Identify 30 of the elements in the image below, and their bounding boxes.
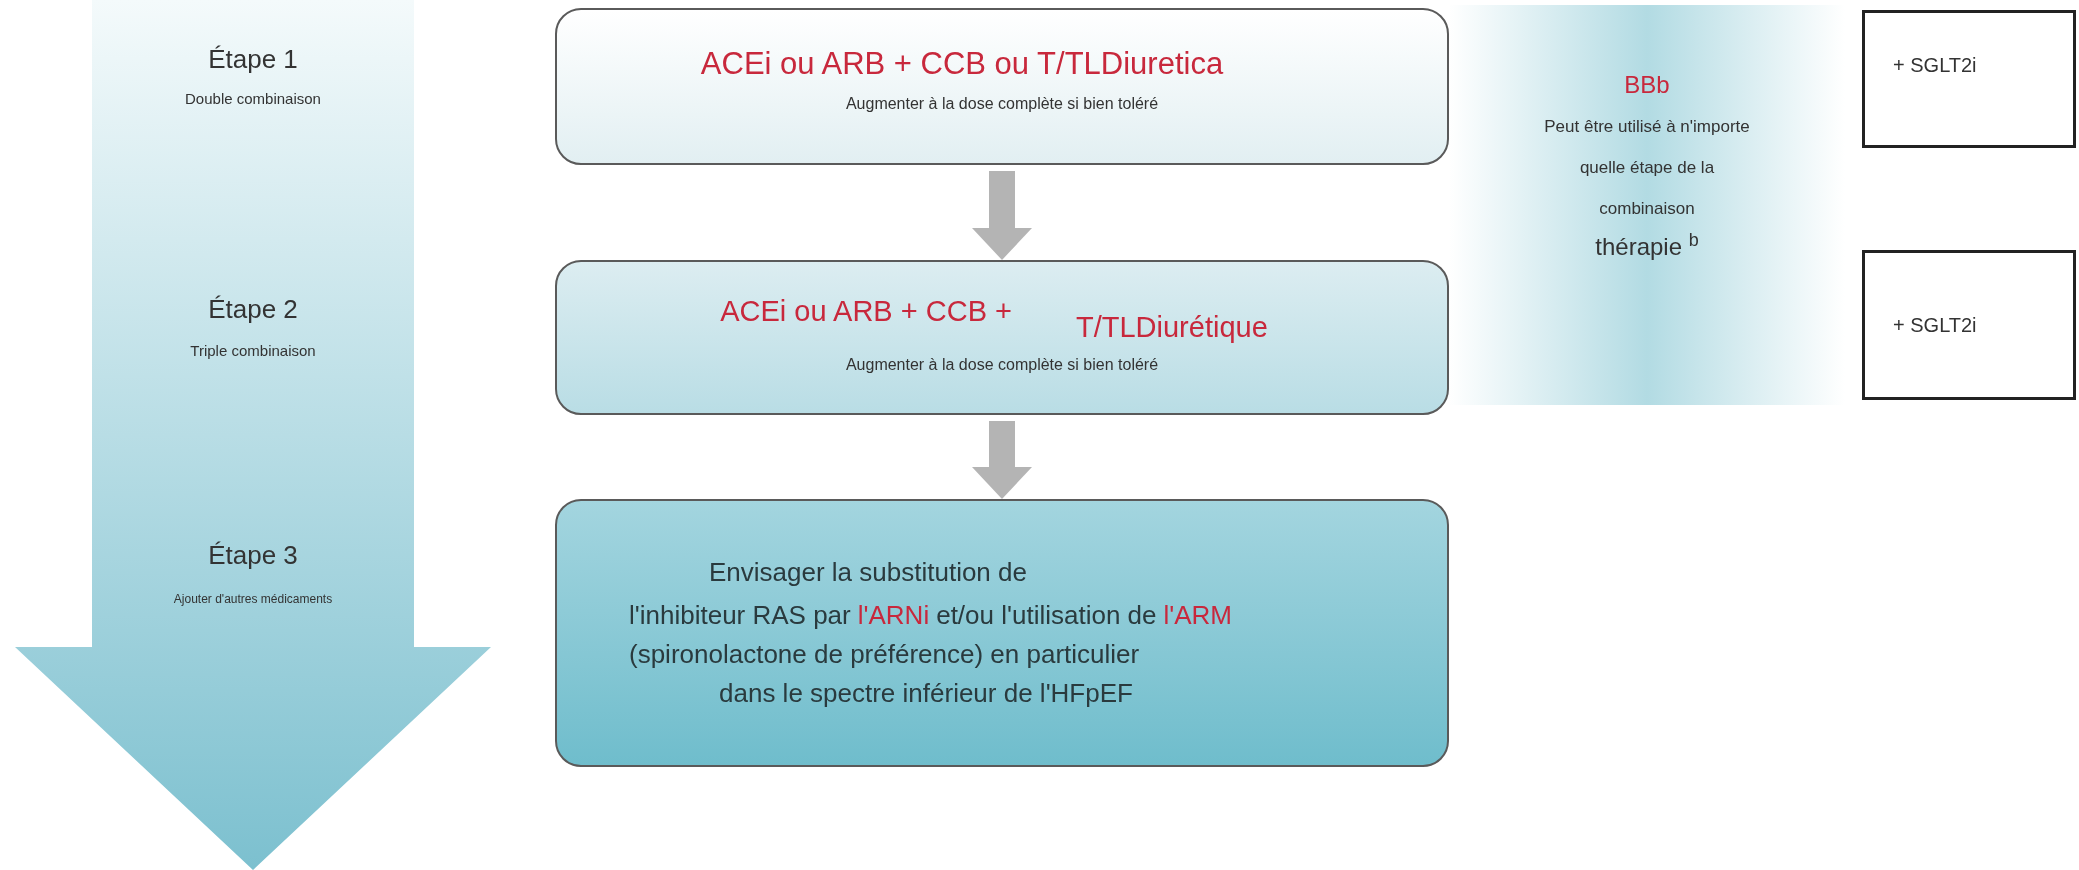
process-box <box>555 260 1449 415</box>
recommendation-text: (spironolactone de préférence) en particulier <box>629 638 1141 671</box>
therapy-title: ACEi ou ARB + CCB + <box>720 293 1012 329</box>
drug-name: l'ARM <box>1163 599 1233 632</box>
arrow <box>972 421 1032 499</box>
step-description: Ajouter d'autres médicaments <box>173 591 333 608</box>
note-text: Peut être utilisé à n'importe quelle étape de la combinaison <box>1543 116 1751 220</box>
recommendation-text: dans le spectre inférieur de l'HFpEF <box>719 677 1134 710</box>
dose-note: Augmenter à la dose complète si bien toléré <box>845 355 1159 376</box>
step-heading: Étape 1 <box>208 43 298 76</box>
drug-name: BBb <box>1624 70 1670 100</box>
step-heading: Étape 2 <box>208 293 298 326</box>
add-on-box <box>1862 10 2076 148</box>
therapy-title: T/TLDiurétique <box>1075 309 1268 345</box>
drug-label: + SGLT2i <box>1893 53 1977 78</box>
step-description: Triple combinaison <box>190 341 316 361</box>
therapy-title: ACEi ou ARB + CCB ou T/TLDiuretica <box>700 45 1224 84</box>
process-box <box>555 499 1449 767</box>
arrow <box>972 171 1032 260</box>
recommendation-text: et/ou l'utilisation de <box>936 599 1157 632</box>
recommendation-text: Envisager la substitution de <box>709 556 1028 589</box>
recommendation-text: l'inhibiteur RAS par <box>629 599 851 632</box>
dose-note: Augmenter à la dose complète si bien toléré <box>845 93 1159 114</box>
add-on-box <box>1862 250 2076 400</box>
process-box <box>555 8 1449 165</box>
drug-label: + SGLT2i <box>1893 313 1977 338</box>
step-description: Double combinaison <box>185 89 321 109</box>
drug-name: l'ARNi <box>857 599 930 632</box>
note-text: thérapie $^{b}$ <box>1595 229 1699 263</box>
step-heading: Étape 3 <box>208 539 298 572</box>
